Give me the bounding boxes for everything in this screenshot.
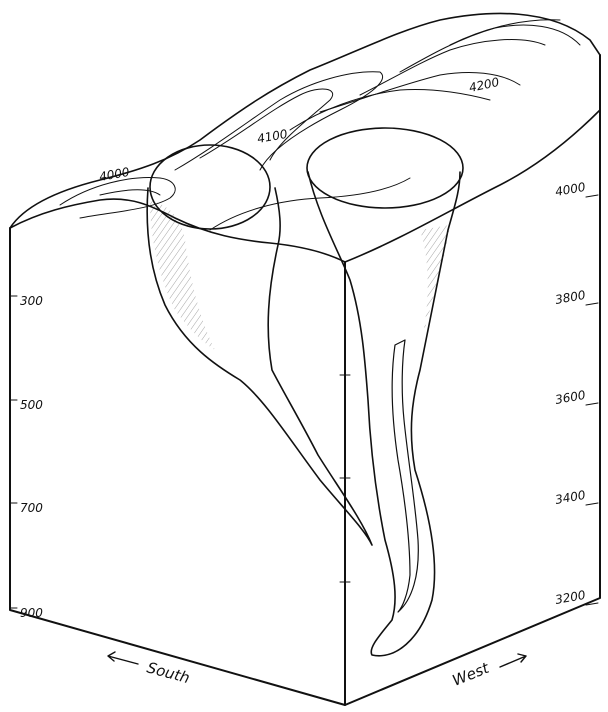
west-label: West	[450, 658, 493, 689]
west-face-outline	[345, 55, 600, 705]
south-label: South	[145, 658, 192, 687]
elevation-scale: 4000 3800 3600 3400 3200	[554, 180, 598, 607]
contour-line	[360, 40, 545, 95]
elevation-label-3600: 3600	[554, 388, 587, 407]
contour-label-4000: 4000	[98, 165, 131, 184]
contour-line	[290, 89, 490, 130]
right-pipe	[307, 128, 463, 656]
depth-label-500: 500	[20, 398, 43, 412]
right-pipe-hatch	[420, 225, 450, 340]
arrow-left-icon	[108, 652, 138, 664]
contour-line	[210, 178, 410, 230]
contour-label-4200: 4200	[468, 75, 501, 95]
depth-label-300: 300	[20, 294, 43, 308]
left-pipe	[147, 145, 372, 545]
elevation-label-3400: 3400	[554, 488, 587, 507]
depth-scale: 300 500 700 900	[10, 294, 43, 620]
elevation-label-4000: 4000	[554, 180, 587, 199]
right-pipe-inner	[392, 340, 418, 612]
elevation-label-3800: 3800	[554, 288, 587, 307]
arrow-right-icon	[500, 654, 526, 667]
left-pipe-hatch	[150, 200, 215, 350]
direction-west: West	[450, 654, 526, 690]
elevation-label-3200: 3200	[554, 588, 587, 607]
contour-line	[400, 25, 580, 72]
depth-label-700: 700	[20, 501, 43, 515]
right-pipe-top	[307, 128, 463, 208]
contour-line	[450, 20, 560, 45]
depth-label-900: 900	[20, 606, 43, 620]
block-outline	[10, 13, 600, 705]
contour-lines	[60, 20, 580, 230]
left-pipe-top	[150, 145, 270, 229]
